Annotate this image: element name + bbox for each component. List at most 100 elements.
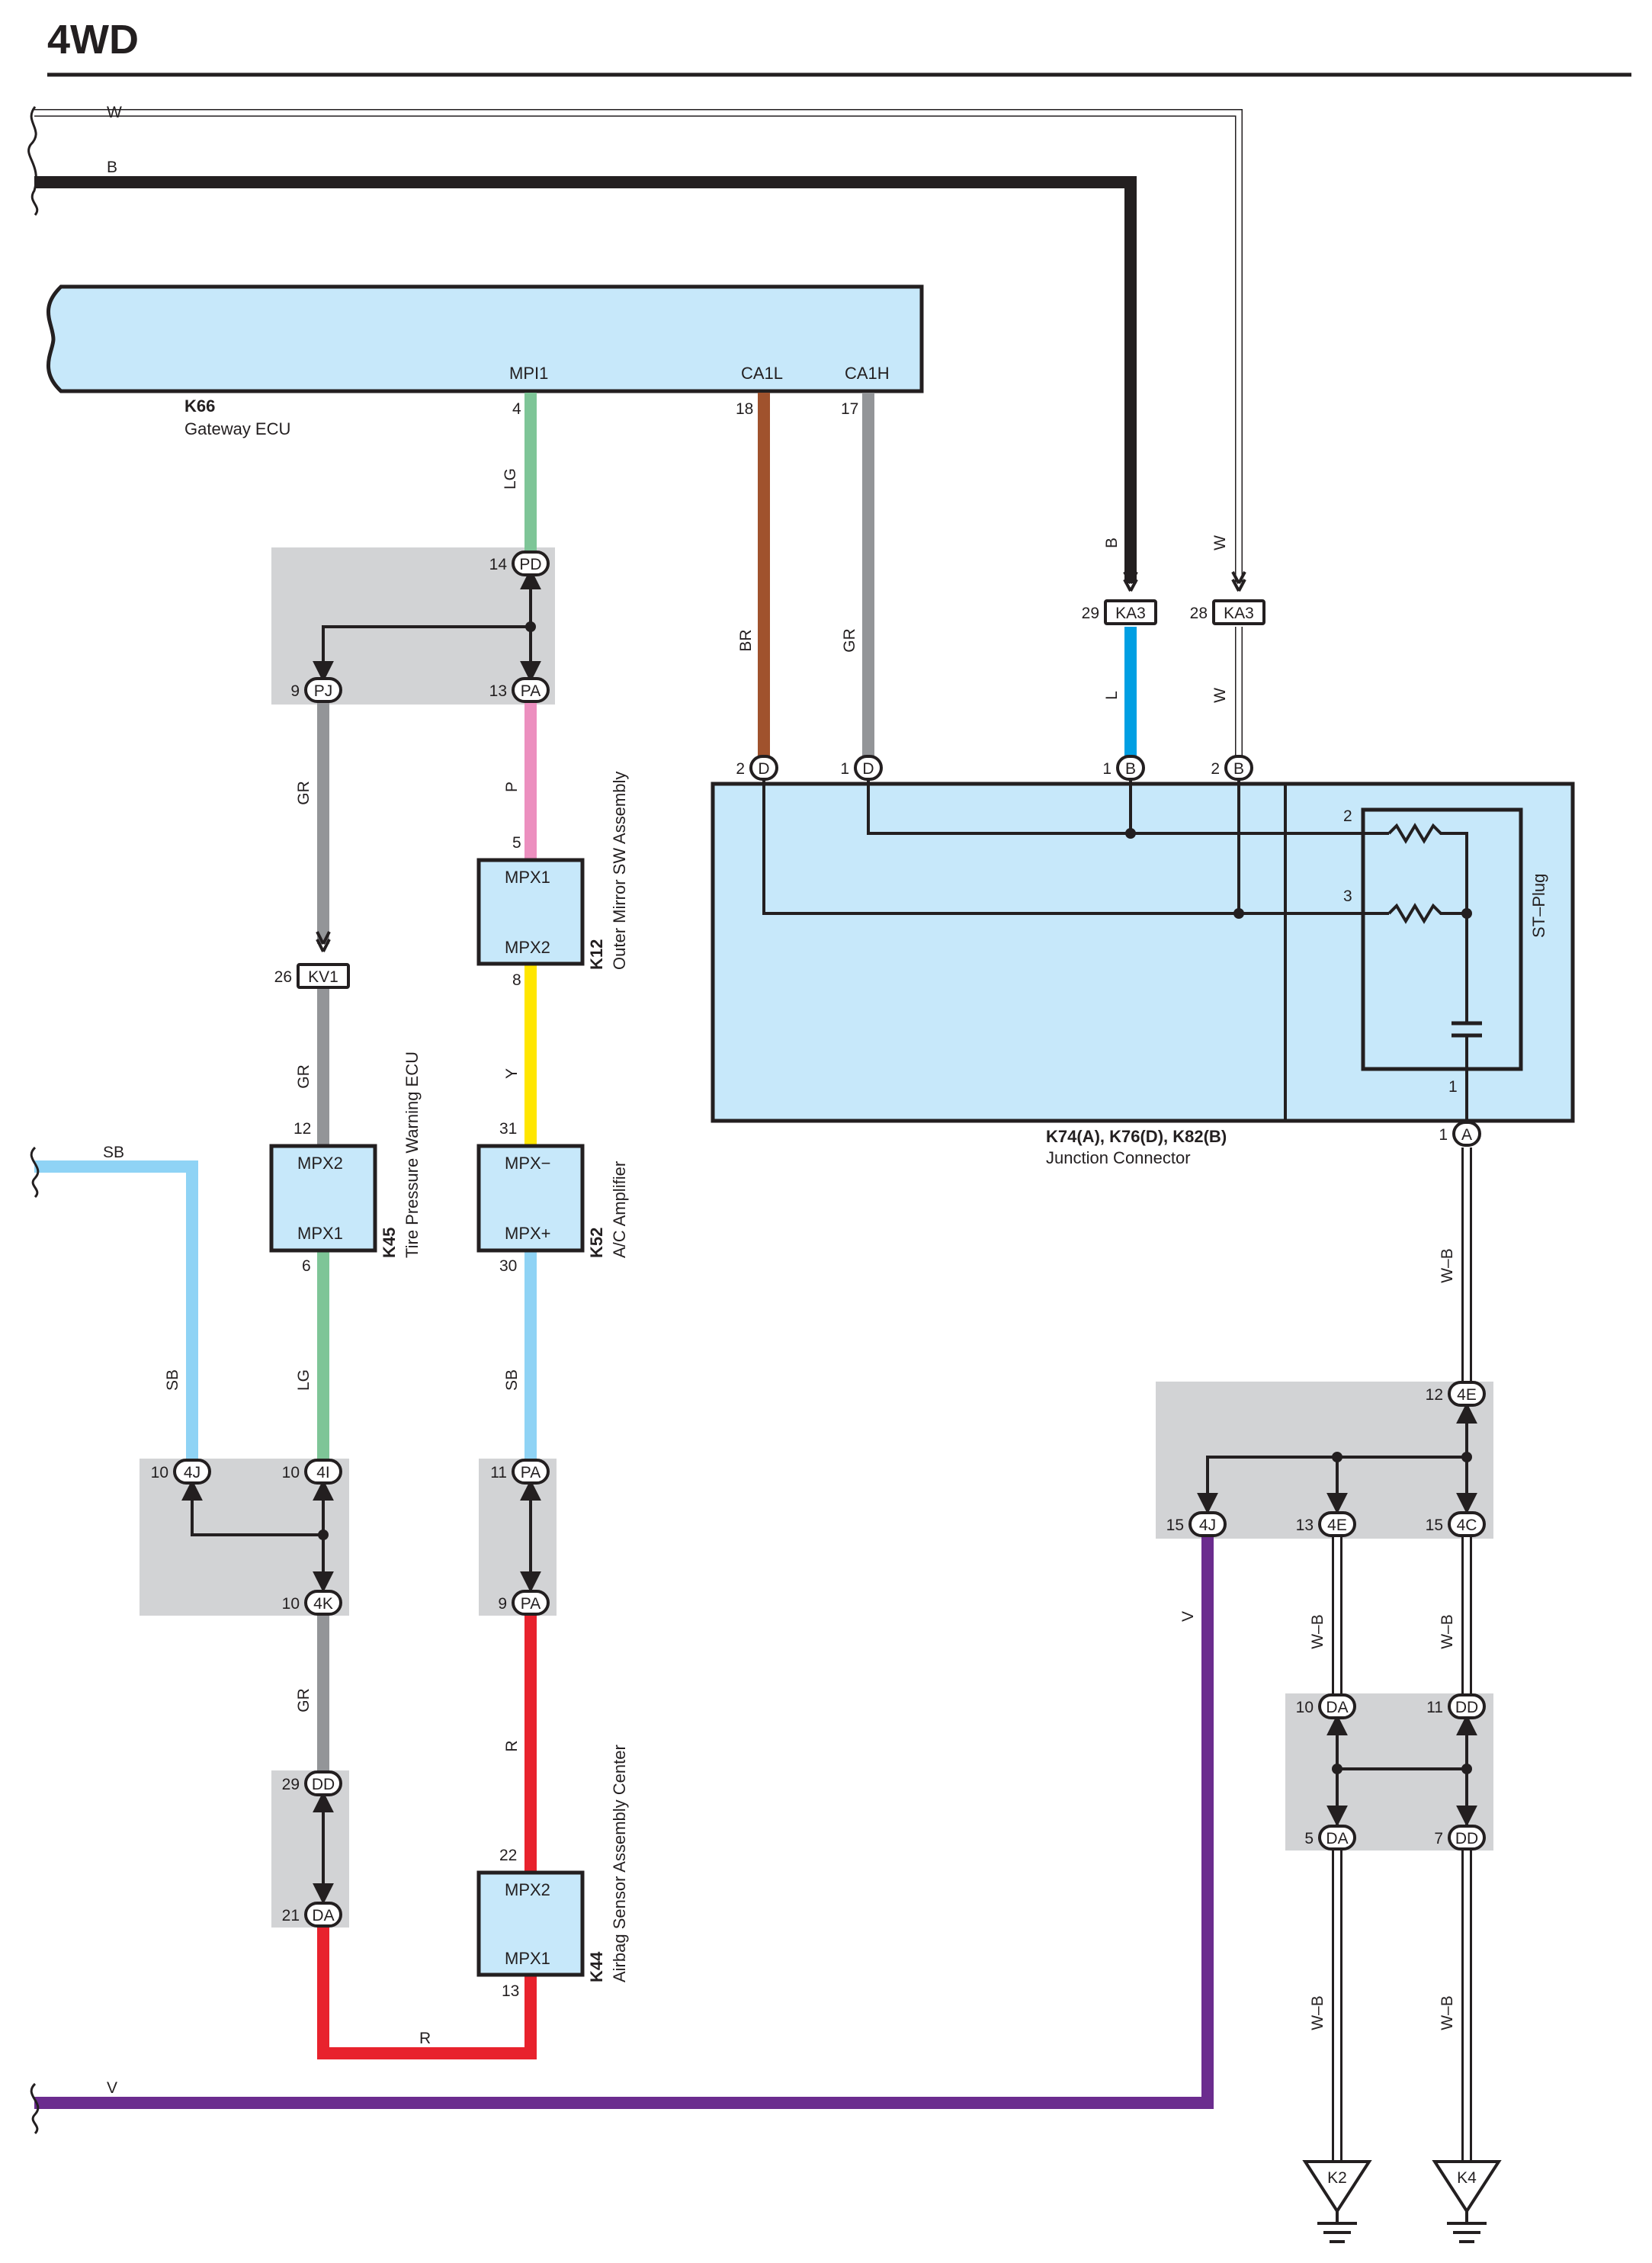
pin-number-pa3: 9: [498, 1595, 507, 1613]
svg-text:MPX2: MPX2: [505, 938, 550, 957]
wire-label-wb4: W–B: [1309, 1995, 1326, 2030]
connector-label-4c: 4C: [1457, 1517, 1477, 1534]
ground-k2: K2: [1302, 2160, 1372, 2243]
svg-text:22: 22: [499, 1847, 517, 1864]
stplug-label: ST–Plug: [1529, 874, 1548, 938]
svg-text:18: 18: [736, 400, 753, 418]
pin-number-4e_bot: 13: [1296, 1517, 1314, 1534]
junction-connector: ST–Plug 2 3 1 K74(A), K76(D), K82(B) Jun…: [711, 759, 1575, 1167]
page-title: 4WD: [47, 17, 139, 63]
pin-st3: 3: [1343, 888, 1352, 905]
pin-number-a: 1: [1439, 1126, 1448, 1144]
svg-text:MPX+: MPX+: [505, 1224, 551, 1243]
wire-label-wb5: W–B: [1439, 1995, 1456, 2030]
connector-da2: DA5: [1304, 1825, 1356, 1851]
wire-label-gr-kv1: GR: [295, 1064, 313, 1089]
connector-label-dd1: DD: [1455, 1699, 1478, 1716]
component-name-k52: A/C Amplifier: [610, 1161, 629, 1258]
connector-label-4e_bot: 4E: [1327, 1517, 1347, 1534]
component-id-k12: K12: [587, 939, 606, 970]
wire-v: [34, 1535, 1214, 2109]
svg-text:MPX1: MPX1: [505, 868, 550, 887]
svg-text:K2: K2: [1327, 2169, 1347, 2187]
ground-k4: K4: [1432, 2160, 1502, 2243]
connector-label-d1: D: [758, 760, 769, 778]
svg-text:6: 6: [302, 1257, 311, 1275]
break-mark-v: [30, 2082, 40, 2135]
connector-label-pa2: PA: [521, 1464, 541, 1481]
connector-4e_top: 4E 12: [1426, 1381, 1486, 1407]
connector-label-da1: DA: [1326, 1699, 1348, 1716]
pin-number-dd_left: 29: [282, 1776, 300, 1793]
connector-pa2: PA 11: [490, 1459, 550, 1485]
resistor-1: [1387, 823, 1468, 1022]
pin-number-pa1: 13: [489, 682, 507, 700]
pin-name-ca1l: CA1L: [741, 364, 783, 383]
connector-label-4k: 4K: [313, 1595, 333, 1613]
wb-wires: [1332, 1148, 1472, 2165]
junction-dots: [318, 621, 1472, 1774]
pin-number-b1: 1: [1102, 760, 1111, 778]
svg-text:MPX1: MPX1: [505, 1949, 550, 1968]
junction-connector-box: [711, 782, 1575, 1123]
pin-number-d1: 2: [736, 760, 745, 778]
pin-number-pa2: 11: [490, 1464, 507, 1481]
svg-text:17: 17: [841, 400, 858, 418]
connector-pj: PJ9: [290, 677, 342, 703]
pin-number-da_left: 21: [282, 1907, 300, 1924]
connector-ka3a: KA3 29: [1082, 599, 1157, 625]
connector-pa3: PA9: [498, 1590, 550, 1616]
pin-st1: 1: [1448, 1078, 1458, 1096]
component-name-jc: Junction Connector: [1046, 1148, 1191, 1167]
pin-number-dd1: 11: [1426, 1699, 1443, 1716]
resistor-2: [1387, 903, 1467, 924]
connector-b1: B1: [1102, 755, 1145, 781]
gateway-ecu: MPI1 CA1L CA1H K66 Gateway ECU: [47, 284, 924, 438]
connector-label-da2: DA: [1326, 1830, 1348, 1847]
break-mark-sb: [30, 1146, 40, 1199]
connector-label-dd2: DD: [1455, 1830, 1478, 1847]
connector-4e_bot: 4E 13: [1296, 1511, 1356, 1537]
connector-label-ka3b: KA3: [1224, 605, 1254, 622]
connector-label-pa1: PA: [521, 682, 541, 700]
pin-number-b2: 2: [1211, 760, 1220, 778]
gateway-ecu-box: [47, 284, 924, 393]
pin-number-d2: 1: [840, 760, 849, 778]
wire-label-sb-pa: SB: [503, 1369, 521, 1391]
connector-label-a: A: [1461, 1126, 1472, 1144]
component-k45: MPX2 MPX1 K45 Tire Pressure Warning ECU: [269, 1051, 422, 1258]
pin-number-ka3a: 29: [1082, 605, 1099, 622]
component-name-k12: Outer Mirror SW Assembly: [610, 772, 629, 970]
wire-label-y: Y: [503, 1068, 521, 1079]
wire-label-b-ka3: B: [1103, 538, 1121, 548]
pin-st2: 2: [1343, 807, 1352, 825]
connector-label-4e_top: 4E: [1457, 1386, 1477, 1404]
wire-label-br: BR: [737, 629, 755, 651]
junction-block-pa-pa: [479, 1459, 557, 1616]
connector-label-b1: B: [1125, 760, 1136, 778]
pin-number-pj: 9: [290, 682, 300, 700]
wire-label-sb-left-v: SB: [164, 1369, 181, 1391]
svg-text:MPX2: MPX2: [505, 1880, 550, 1899]
connector-label-4i: 4I: [316, 1464, 330, 1481]
pin-number-4j_right: 15: [1166, 1517, 1184, 1534]
connector-label-4j_left: 4J: [184, 1464, 200, 1481]
connector-label-b2: B: [1233, 760, 1244, 778]
svg-text:13: 13: [502, 1982, 519, 2000]
pin-number-kv1: 26: [274, 968, 292, 986]
connector-label-ka3a: KA3: [1115, 605, 1146, 622]
component-id-jc: K74(A), K76(D), K82(B): [1046, 1127, 1227, 1146]
wire-w-top-inner: [34, 110, 1242, 583]
pin-number-dd2: 7: [1434, 1830, 1443, 1847]
connector-label-dd_left: DD: [312, 1776, 335, 1793]
pin-name-ca1h: CA1H: [845, 364, 890, 383]
wire-b-top: [34, 176, 1137, 583]
pin-number-4e_top: 12: [1426, 1386, 1443, 1404]
wire-label-w-ka3: W: [1211, 535, 1229, 551]
